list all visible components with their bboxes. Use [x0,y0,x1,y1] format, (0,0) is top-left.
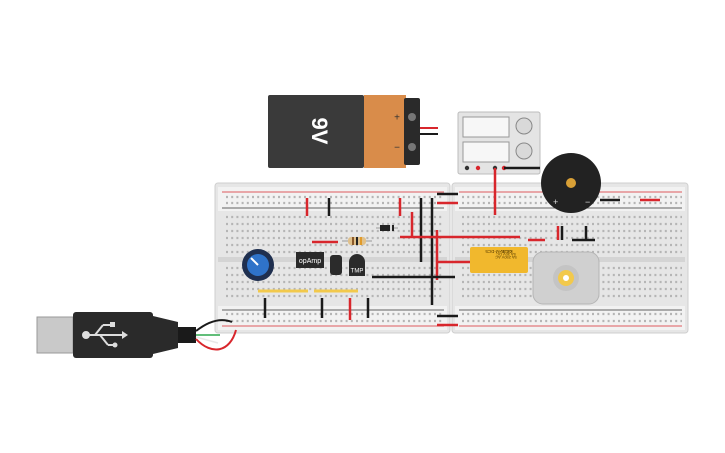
resistor[interactable] [342,237,372,245]
usb-cable[interactable] [36,312,237,358]
relay-text-2: 5A 250V AC [495,255,517,260]
opamp-chip[interactable]: opAmp [296,252,324,268]
dc-motor[interactable] [532,251,600,305]
temperature-sensor[interactable]: TMP [349,254,365,276]
relay-text-1: KS2E-M-DC5 [485,249,513,254]
buzzer-plus-mark: + [553,197,558,207]
power-rail-bottom-right [455,306,685,330]
battery-minus-label: − [394,143,400,154]
buzzer-minus-mark: − [585,197,590,207]
battery-plus-label: + [394,113,400,124]
battery-voltage-label: 9V [307,118,332,145]
opamp-label: opAmp [299,258,321,265]
relay-text-3: 5A 30V DC [496,252,516,257]
usb-icon [82,322,128,348]
relay-text-4: DC 5V [500,249,512,254]
potentiometer[interactable] [242,249,274,281]
wires [258,166,660,327]
tmp-label: TMP [351,269,364,275]
power-rail-bottom-left [218,306,447,330]
power-supply[interactable] [457,111,541,175]
power-rail-top-left [218,187,447,211]
transistor[interactable] [330,255,342,275]
battery-9v[interactable]: 9V + − [268,95,438,168]
relay[interactable]: KS2E-M-DC5 5A 250V AC 5A 30V DC DC 5V [470,247,528,273]
piezo-buzzer[interactable]: + − [541,153,601,213]
diode[interactable] [376,225,398,231]
